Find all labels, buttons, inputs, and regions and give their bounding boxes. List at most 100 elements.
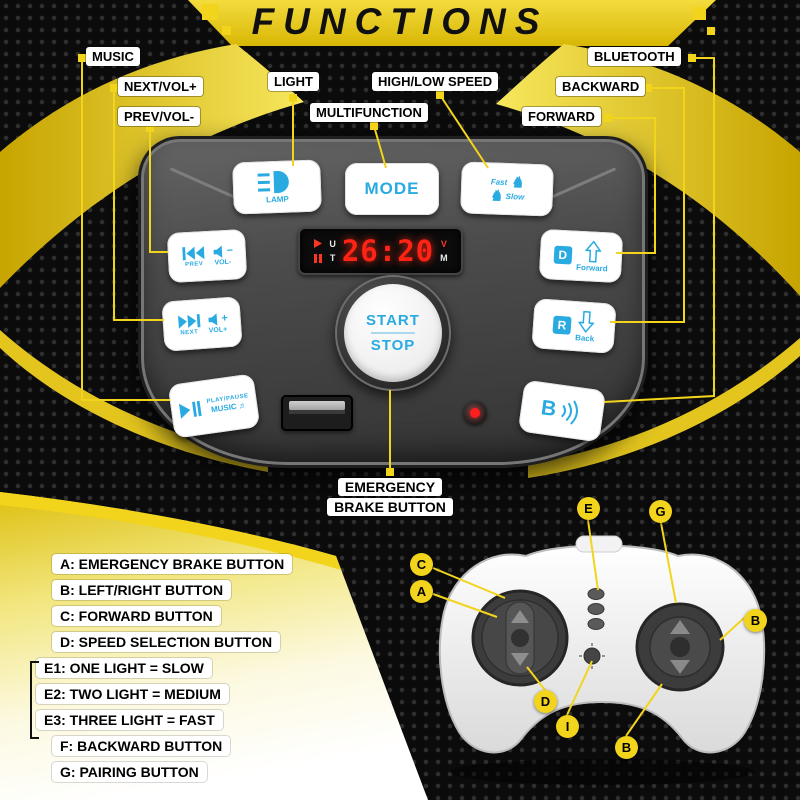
mode-button: MODE [345,163,439,215]
decor-square [693,7,706,20]
usb-slot [289,401,345,414]
legend-item-g: G: PAIRING BUTTON [52,762,207,782]
digital-display: U T 26:20 V M [298,227,463,275]
horse-icon: ♞ [488,186,503,205]
bluetooth-pairing-button: B [517,379,607,443]
arrow-down-icon [577,310,595,334]
b-label: B [539,396,558,422]
page-title: FUNCTIONS [251,1,549,42]
play-pause-music-button: PLAY/PAUSE MUSIC ♬ [167,373,261,439]
legend-item-c: C: FORWARD BUTTON [52,606,221,626]
decor-square [202,4,218,20]
previous-track-icon [182,246,205,261]
legend-item-b: B: LEFT/RIGHT BUTTON [52,580,232,600]
next-track-icon [177,314,201,329]
right-stick-down-arrow [670,660,690,674]
indicator-light [463,401,487,425]
remote-callout-e: E [577,497,600,520]
start-stop-button: START STOP [335,275,451,391]
back-gear-label: Back [574,333,595,344]
emergency-line1: EMERGENCY [337,478,443,496]
horse-icon: ♞ [509,173,524,192]
control-panel: LAMP MODE Fast ♞ ♞ Slow [138,136,648,468]
remote-callout-b-bottom: B [615,736,638,759]
panel-vent-right [543,167,617,202]
remote-callout-c: C [410,553,433,576]
display-time: 26:20 [341,234,435,268]
legend-item-e3: E3: THREE LIGHT = FAST [36,710,223,730]
legend-item-a: A: EMERGENCY BRAKE BUTTON [52,554,293,574]
minus-icon: − [226,244,234,257]
next-label: NEXT [180,329,199,337]
remote-callout-b-right: B [744,609,767,632]
next-vol-plus-button: NEXT + VOL+ [161,296,243,352]
left-stick-down-arrow [511,653,529,666]
music-notes-icon: ♬ [237,400,248,411]
display-letter-m: M [440,252,448,263]
legend-list: A: EMERGENCY BRAKE BUTTON B: LEFT/RIGHT … [36,554,293,782]
arrow-up-icon [584,240,602,263]
decor-square [707,27,715,35]
remote-control-illustration [438,535,766,785]
stop-label: STOP [370,337,416,354]
callout-backward: BACKWARD [556,77,646,96]
back-gear-button: R Back [531,298,617,354]
title-band [188,0,716,46]
fast-label: Fast [490,176,508,187]
start-stop-divider [371,332,415,334]
legend-bracket [30,661,39,739]
r-gear-badge: R [552,315,572,335]
mode-label: MODE [364,179,420,198]
headlight-icon [257,170,289,194]
remote-top-tab [575,535,623,553]
d-gear-badge: D [553,245,573,265]
panel-vent-left [169,167,243,202]
callout-prev-vol: PREV/VOL- [118,107,201,126]
prev-label: PREV [184,261,204,269]
lamp-label: LAMP [265,194,289,205]
volume-up-icon [208,312,218,325]
volume-down-icon [213,245,223,258]
remote-callout-d: D [534,690,557,713]
sound-waves-icon [561,400,579,425]
right-stick-up-arrow [670,620,690,634]
forward-gear-label: Forward [575,262,608,274]
legend-item-e2: E2: TWO LIGHT = MEDIUM [36,684,229,704]
callout-light: LIGHT [268,72,319,91]
callout-multifunction: MULTIFUNCTION [310,103,428,122]
indicator-led [470,408,480,418]
remote-callout-i: I [556,715,579,738]
bottom-left-edge [0,492,341,570]
vol-plus-label: VOL+ [208,325,228,335]
left-joystick [471,589,569,687]
display-letter-v: V [440,238,447,249]
remote-callout-g: G [649,500,672,523]
play-pause-icon [179,400,202,419]
emergency-line2: BRAKE BUTTON [327,498,453,516]
left-stick-up-arrow [511,610,529,623]
start-label: START [366,312,420,329]
vol-minus-label: VOL- [214,258,232,267]
legend-item-e1: E1: ONE LIGHT = SLOW [36,658,212,678]
forward-gear-button: D Forward [538,228,624,284]
callout-high-low-speed: HIGH/LOW SPEED [372,72,499,91]
legend-item-f: F: BACKWARD BUTTON [52,736,231,756]
display-letter-u: U [329,238,336,249]
remote-shadow [450,759,754,785]
callout-music: MUSIC [86,47,140,66]
right-joystick [635,602,725,692]
play-pause-indicator-icon [314,239,323,263]
plus-icon: + [221,312,229,325]
decor-square [222,26,231,35]
speed-fast-slow-button: Fast ♞ ♞ Slow [460,161,554,217]
callout-emergency-brake: EMERGENCY BRAKE BUTTON [285,477,495,517]
lamp-button: LAMP [232,159,322,215]
remote-callout-a: A [410,580,433,603]
callout-next-vol: NEXT/VOL+ [118,77,203,96]
usb-port [281,395,353,431]
slow-label: Slow [505,191,525,202]
led-indicators [587,588,605,630]
prev-vol-minus-button: PREV − VOL- [166,228,248,284]
display-letter-t: T [329,252,336,263]
